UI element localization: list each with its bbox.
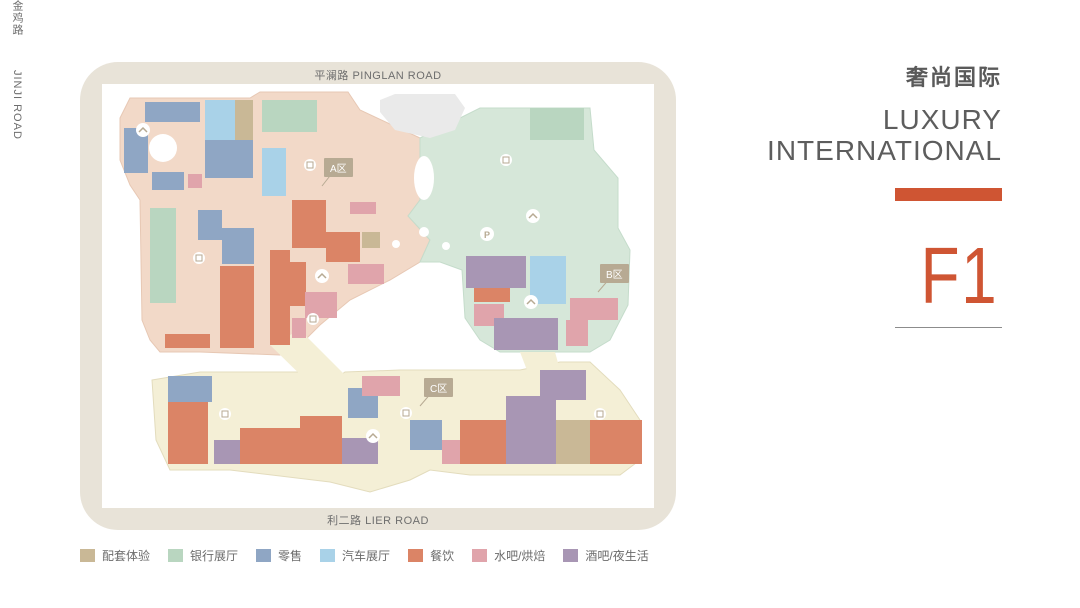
legend-label: 银行展厅 [190,548,239,563]
escalator-icon [136,123,150,137]
atrium-void [149,134,177,162]
atrium-void [414,156,434,200]
road-label-left-en: JINJI ROAD [11,70,23,140]
zone-a-tag: A区 [324,158,353,177]
project-title-en-line2: INTERNATIONAL [767,135,1002,166]
floor-label: F1 [920,231,998,320]
elevator-icon [500,154,512,166]
floor-map: P [80,62,676,530]
column [442,242,450,250]
zone-c-tag: C区 [424,378,454,397]
legend-item: 酒吧/夜生活 [563,547,649,564]
divider [895,327,1002,328]
legend-swatch [256,548,272,562]
legend-item: 配套体验 [80,547,150,564]
legend-label: 水吧/烘焙 [494,548,546,563]
parking-icon: P [480,227,494,241]
pavilion [380,94,465,138]
elevator-icon [307,313,319,325]
elevator-icon [400,407,412,419]
column [419,227,429,237]
road-label-top: 平澜路 PINGLAN ROAD [314,70,442,82]
title-panel: 奢尚国际 LUXURY INTERNATIONAL F1 [740,0,1080,608]
elevator-icon [304,159,316,171]
parking-letter: P [484,230,490,240]
legend-swatch [320,548,336,562]
legend-label: 餐饮 [430,548,455,563]
legend-item: 银行展厅 [168,547,238,564]
zone-c-shops [168,370,642,464]
legend-swatch [563,548,579,562]
project-title-en-line1: LUXURY [882,104,1002,135]
legend-label: 汽车展厅 [342,548,391,563]
legend-item: 汽车展厅 [320,547,390,564]
legend-item: 水吧/烘焙 [472,547,545,564]
escalator-icon [524,295,538,309]
legend-item: 餐饮 [408,547,454,564]
corridor-ac [270,330,350,392]
elevator-icon [594,408,606,420]
zone-b-shops [466,108,618,350]
column [392,240,400,248]
elevator-icon [219,408,231,420]
legend-label: 酒吧/夜生活 [585,548,649,563]
road-label-bottom: 利二路 LIER ROAD [327,515,429,527]
legend-label: 零售 [278,548,303,563]
escalator-icon [315,269,329,283]
escalator-icon [366,429,380,443]
legend-swatch [408,548,424,562]
escalator-icon [526,209,540,223]
zone-a-shops [124,100,384,348]
road-label-left-cn: 金鸡路 [11,0,23,36]
legend-swatch [168,548,184,562]
accent-bar [895,188,1002,201]
legend-label: 配套体验 [102,548,151,563]
legend-swatch [80,548,95,562]
legend-swatch [472,548,488,562]
elevator-icon [193,252,205,264]
legend: 配套体验 银行展厅 零售 汽车展厅 餐饮 水吧/烘焙 酒吧/夜生活 [80,546,667,564]
project-title-cn: 奢尚国际 [905,66,1002,91]
legend-item: 零售 [256,547,302,564]
zone-b-tag: B区 [600,264,629,283]
